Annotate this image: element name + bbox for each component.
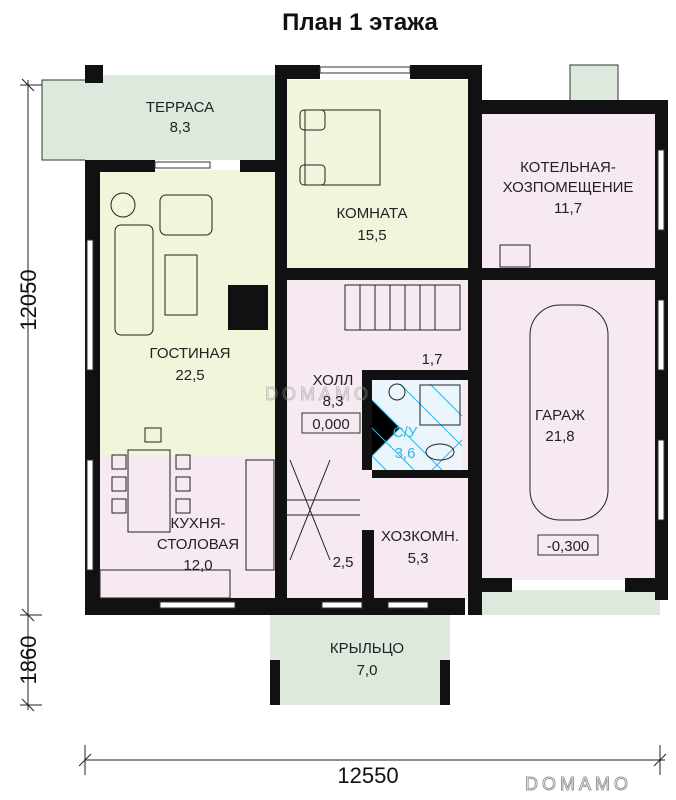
boiler-porch bbox=[569, 64, 619, 106]
living-area: 22,5 bbox=[175, 367, 204, 384]
closet-area: 1,7 bbox=[422, 351, 443, 368]
dimension-height-main: 12050 bbox=[16, 269, 41, 330]
room-floor bbox=[285, 80, 470, 270]
staircase bbox=[285, 284, 461, 561]
garage-level-box bbox=[537, 534, 599, 556]
boiler-name: КОТЕЛЬНАЯ- bbox=[520, 159, 616, 176]
boiler-area: 11,7 bbox=[554, 200, 582, 217]
hall-level-box bbox=[301, 412, 361, 434]
living-name: ГОСТИНАЯ bbox=[150, 345, 231, 362]
room-area: 15,5 bbox=[357, 227, 386, 244]
porch-floor bbox=[270, 615, 450, 705]
kitchen-area: 12,0 bbox=[183, 557, 212, 574]
dimension-height-porch: 1860 bbox=[16, 636, 41, 685]
terrace-area: 8,3 bbox=[170, 119, 191, 136]
watermark: DOMAMO bbox=[525, 774, 632, 794]
watermark-center: DOMAMO bbox=[265, 384, 372, 404]
hall-area: 8,3 bbox=[323, 393, 344, 410]
dimension-width: 12550 bbox=[337, 763, 398, 788]
kitchen-name-2: СТОЛОВАЯ bbox=[157, 536, 239, 553]
terrace-floor bbox=[85, 75, 280, 160]
windows bbox=[86, 66, 665, 609]
garage-floor bbox=[480, 280, 660, 580]
furniture bbox=[99, 109, 609, 599]
hall-name: ХОЛЛ bbox=[313, 372, 354, 389]
boiler-name-2: ХОЗПОМЕЩЕНИЕ bbox=[503, 179, 634, 196]
terrace-name: ТЕРРАСА bbox=[146, 99, 214, 116]
garage-apron bbox=[482, 590, 660, 615]
porch-area: 7,0 bbox=[357, 662, 378, 679]
utility-name: ХОЗКОМН. bbox=[381, 528, 459, 545]
kitchen-name: КУХНЯ- bbox=[170, 515, 225, 532]
room-name: КОМНАТА bbox=[336, 205, 407, 222]
dimension-lines bbox=[20, 78, 667, 775]
bathroom-tiles bbox=[371, 383, 463, 473]
kitchen-floor bbox=[95, 455, 275, 600]
bathroom-area: 3,6 bbox=[395, 445, 416, 462]
terrace-steps bbox=[41, 79, 88, 161]
garage-name: ГАРАЖ bbox=[535, 407, 585, 424]
porch-name: КРЫЛЬЦО bbox=[330, 640, 404, 657]
garage-area: 21,8 bbox=[545, 428, 574, 445]
vestibule-area: 2,5 bbox=[333, 554, 354, 571]
utility-area: 5,3 bbox=[408, 550, 429, 567]
hall-level: 0,000 bbox=[312, 416, 350, 433]
garage-level: -0,300 bbox=[547, 538, 590, 555]
bathroom-name: С/У bbox=[393, 424, 418, 441]
plan-title: План 1 этажа bbox=[282, 9, 438, 36]
boiler-floor bbox=[480, 110, 660, 275]
